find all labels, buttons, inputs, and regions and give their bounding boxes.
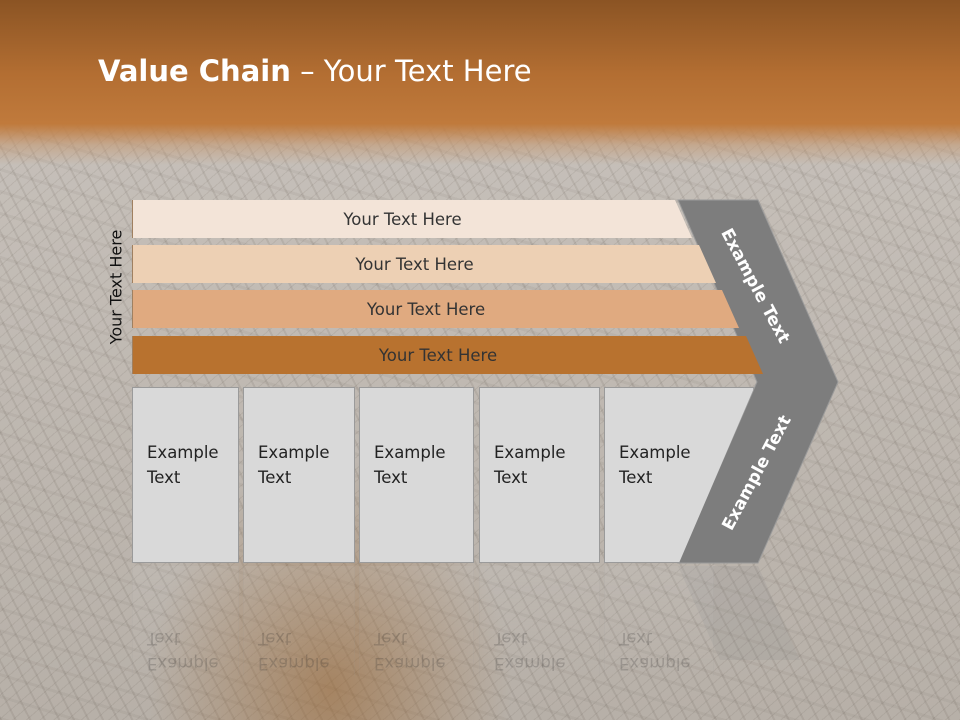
reflection-line-1: Example [374, 654, 446, 673]
value-bar-4: Your Text Here [132, 336, 763, 374]
value-bar-label: Your Text Here [378, 345, 498, 365]
activity-box-reflection: Example Text [479, 566, 600, 676]
reflection-line-1: Example [147, 654, 219, 673]
chevron-reflection [678, 566, 800, 660]
box-line-2: Text [619, 468, 653, 487]
reflection-line-2: Text [619, 629, 653, 648]
title-rest: – Your Text Here [290, 54, 532, 88]
reflection-text: Example Text [147, 626, 219, 676]
activity-box-reflection: Example Text [243, 566, 355, 676]
reflection-text: Example Text [619, 626, 691, 676]
value-bar-2: Your Text Here [132, 245, 716, 283]
value-bar-label: Your Text Here [343, 209, 462, 229]
value-bar-label: Your Text Here [366, 299, 486, 319]
reflection-line-2: Text [147, 629, 181, 648]
value-bar-1: Your Text Here [132, 200, 692, 238]
value-bar-label: Your Text Here [355, 254, 474, 274]
reflection-line-1: Example [619, 654, 691, 673]
activity-box-reflection: Example Text [359, 566, 474, 676]
slide-title: Value Chain – Your Text Here [98, 54, 532, 88]
box-line-1: Example [619, 443, 691, 462]
side-label: Your Text Here [106, 229, 126, 345]
box-line-1: Example [258, 443, 330, 462]
reflection-line-1: Example [258, 654, 330, 673]
reflection-line-2: Text [258, 629, 292, 648]
activity-box-reflection: Example Text [604, 566, 714, 676]
box-line-2: Text [494, 468, 528, 487]
reflection-line-2: Text [494, 629, 528, 648]
box-line-2: Text [374, 468, 408, 487]
reflection-line-2: Text [374, 629, 408, 648]
box-line-2: Text [147, 468, 181, 487]
reflection-text: Example Text [258, 626, 330, 676]
box-line-1: Example [494, 443, 566, 462]
header-band [0, 0, 960, 165]
title-bold: Value Chain [98, 54, 291, 88]
reflection-text: Example Text [374, 626, 446, 676]
value-bar-3: Your Text Here [132, 290, 739, 328]
reflection-text: Example Text [494, 626, 566, 676]
reflection-line-1: Example [494, 654, 566, 673]
box-line-1: Example [147, 443, 219, 462]
box-line-1: Example [374, 443, 446, 462]
box-line-2: Text [258, 468, 292, 487]
activity-box-reflection: Example Text [132, 566, 239, 676]
